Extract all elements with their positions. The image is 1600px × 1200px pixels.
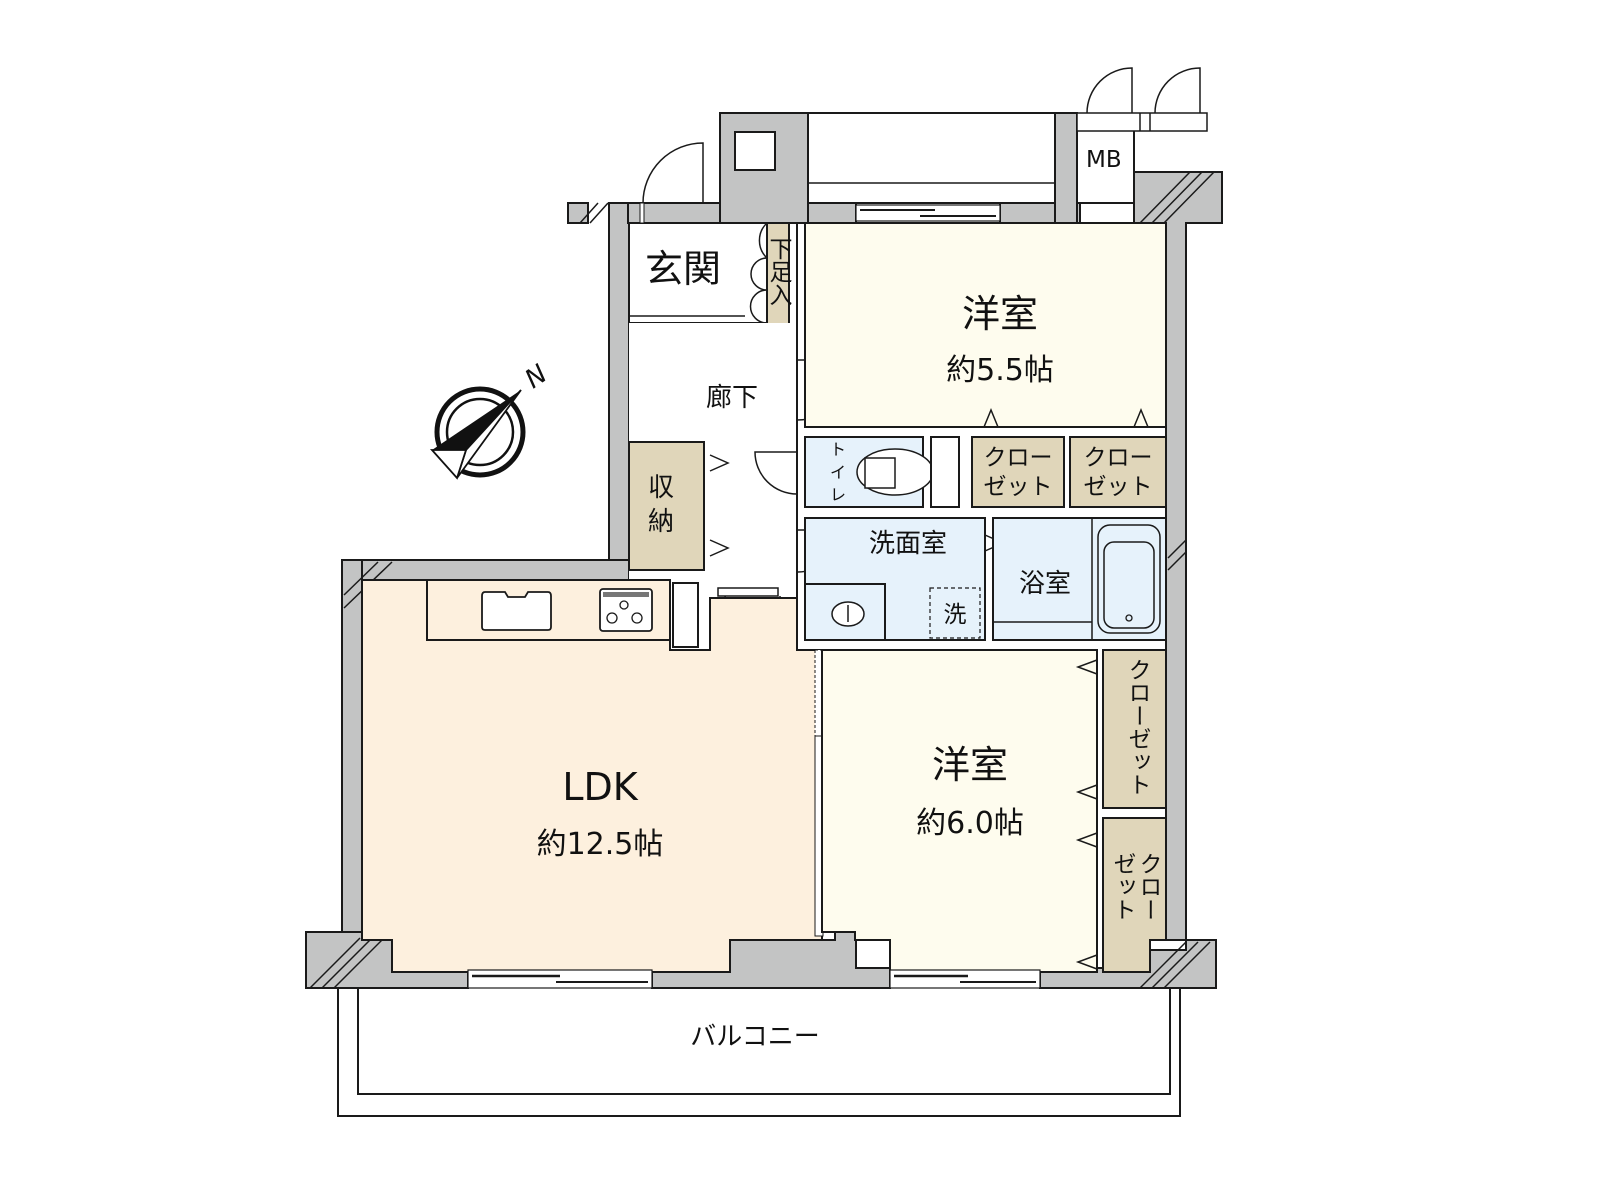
balcony-label: バルコニー (690, 1022, 819, 1052)
closet-door-icon (1075, 784, 1098, 800)
storage-label-2: 納 (648, 507, 674, 537)
exterior-fixtures: MB (807, 67, 1208, 222)
front-door-icon (642, 142, 704, 204)
ldk: LDK 約12.5帖 (361, 579, 824, 989)
bedroom-2-label: 洋室 (932, 743, 1008, 787)
toilet-label-2: イ (830, 463, 846, 482)
washer-label: 洗 (944, 602, 967, 628)
window (467, 969, 653, 989)
kitchen-sink-icon (481, 591, 552, 631)
toilet-bowl-icon (856, 448, 934, 496)
closet-4-label-2: ゼット (1109, 852, 1136, 921)
closet-2-label-1: クロー (1084, 445, 1153, 471)
door-swing-icon (754, 451, 798, 495)
bedroom-1: 洋室 約5.5帖 (804, 222, 1167, 428)
closet-door-icon (1133, 408, 1149, 428)
window (855, 204, 1001, 222)
closet-door-icon (1075, 832, 1098, 848)
bedroom-1-label: 洋室 (962, 292, 1038, 336)
ldk-area: 約12.5帖 (537, 827, 664, 862)
closet-1-label-1: クロー (984, 445, 1053, 471)
bath-label: 浴室 (1019, 569, 1071, 599)
closet-3: クローゼット (1102, 649, 1167, 809)
door-swing-icon (1154, 67, 1201, 114)
toilet-label-1: ト (830, 440, 846, 459)
sink-icon (831, 601, 865, 627)
hallway-label: 廊下 (706, 383, 758, 413)
closet-2: クロー ゼット (1069, 436, 1167, 508)
balcony: バルコニー (337, 977, 1181, 1117)
shoe-box-label: 下足入 (765, 237, 793, 306)
stove-icon (599, 588, 653, 632)
compass: N (429, 359, 553, 480)
storage: 収 納 (628, 441, 730, 571)
closet-door-icon (1075, 954, 1098, 970)
closet-2-label-2: ゼット (1084, 474, 1153, 500)
closet-4-label-1: クロー (1135, 852, 1161, 921)
bedroom-2-area: 約6.0帖 (916, 806, 1024, 841)
entrance: 玄関 下足入 (628, 142, 793, 326)
closet-door-icon (983, 408, 999, 428)
window (889, 969, 1041, 989)
closet-1: クロー ゼット (971, 436, 1065, 508)
entrance-label: 玄関 (645, 247, 721, 291)
washroom-label: 洗面室 (869, 529, 947, 559)
closet-3-label: クローゼット (1124, 658, 1151, 796)
door-swing-icon (1086, 67, 1133, 114)
bathtub-icon (1097, 524, 1161, 634)
compass-north-label: N (520, 359, 553, 395)
ldk-label: LDK (562, 765, 638, 809)
bedroom-1-area: 約5.5帖 (946, 353, 1054, 388)
closet-door-icon (709, 539, 730, 557)
closet-door-icon (1075, 659, 1098, 675)
fridge-space (672, 582, 699, 648)
storage-label-1: 収 (648, 473, 674, 503)
closet-4: クロー ゼット (1102, 817, 1167, 973)
closet-1-label-2: ゼット (984, 474, 1053, 500)
bedroom-2: 洋室 約6.0帖 (821, 649, 1098, 989)
toilet-label-3: レ (830, 485, 846, 504)
washroom: 洗面室 洗 (804, 517, 1005, 641)
closet-door-icon (709, 454, 730, 472)
washer-space (929, 587, 981, 639)
toilet: ト イ レ (804, 436, 960, 508)
meter-box-label: MB (1086, 147, 1122, 173)
bathroom: 浴室 (992, 517, 1167, 641)
meter-box (1076, 129, 1135, 204)
north-arrow-icon (429, 389, 522, 480)
